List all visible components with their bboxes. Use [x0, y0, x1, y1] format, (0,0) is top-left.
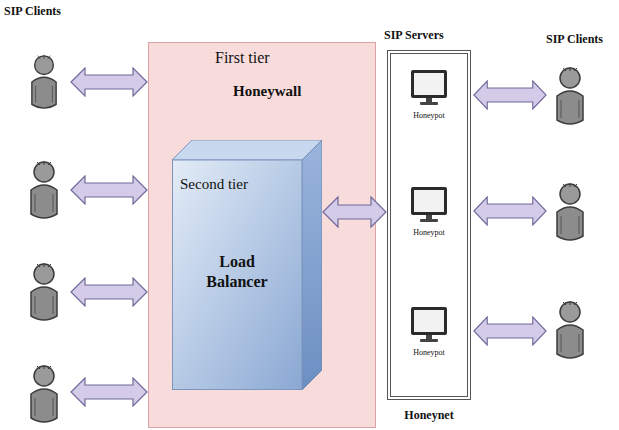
tier-title: First tier [215, 49, 270, 67]
node-label: Honeypot [398, 348, 460, 357]
group-title: Honeynet [387, 408, 471, 423]
honeypot-node: Honeypot [398, 305, 464, 363]
node-label: Honeypot [398, 111, 460, 120]
node-label: Honeypot [398, 228, 460, 237]
monitor-icon [409, 305, 449, 345]
honeypot-node: Honeypot [398, 185, 464, 243]
double-arrow [474, 317, 546, 345]
monitor-icon [409, 185, 449, 225]
tier-title: Second tier [180, 176, 248, 193]
load-balancer-box: Second tierLoad Balancer [172, 140, 322, 390]
monitor-icon [409, 68, 449, 108]
double-arrow [71, 176, 147, 204]
sip-client-icon [557, 301, 583, 358]
group-heading: SIP Clients [4, 4, 61, 19]
double-arrow [71, 378, 147, 406]
honeynet-box: HoneynetHoneypotHoneypotHoneypot [387, 50, 471, 400]
sip-client-icon [31, 365, 57, 422]
sip-client-icon [557, 67, 583, 124]
double-arrow [323, 197, 386, 227]
honeypot-node: Honeypot [398, 68, 464, 126]
sip-client-icon [32, 55, 56, 108]
tier-name: Honeywall [233, 83, 301, 100]
double-arrow [474, 81, 546, 109]
double-arrow [474, 197, 546, 225]
double-arrow [71, 278, 147, 306]
sip-client-icon [31, 263, 57, 320]
sip-client-icon [557, 183, 583, 240]
group-heading: SIP Servers [384, 28, 444, 43]
group-heading: SIP Clients [546, 32, 603, 47]
double-arrow [71, 68, 147, 96]
tier-region: First tierHoneywallSecond tierLoad Balan… [148, 42, 376, 428]
sip-client-icon [31, 161, 57, 218]
box-title: Load Balancer [192, 252, 282, 292]
